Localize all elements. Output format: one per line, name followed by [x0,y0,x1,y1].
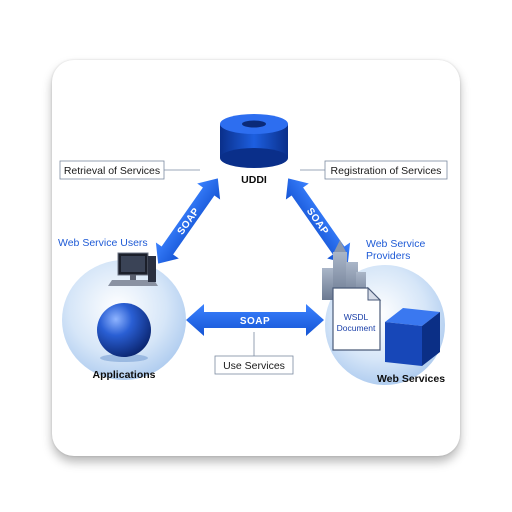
retrieval-label: Retrieval of Services [64,165,160,177]
use-services-label: Use Services [223,360,285,372]
applications-label: Applications [92,369,155,381]
registration-label: Registration of Services [331,165,442,177]
computer-icon [108,252,158,286]
uddi-label: UDDI [241,174,267,186]
globe-icon [97,303,151,362]
web-services-label: Web Services [377,373,445,385]
soap-left-arrow: SOAP [155,178,221,264]
web-service-providers-label-2: Providers [366,250,410,262]
registration-of-services-box: Registration of Services [324,160,448,180]
use-services-box: Use Services [214,355,294,375]
web-service-users-label: Web Service Users [58,237,148,249]
wsdl-label-1: WSDL [344,312,369,322]
soap-bottom-arrow: SOAP [186,304,324,336]
wsdl-label-2: Document [337,323,376,333]
soap-bottom-label: SOAP [240,316,270,327]
retrieval-of-services-box: Retrieval of Services [59,160,165,180]
wsdl-document-icon: WSDL Document [332,286,382,351]
database-icon [220,114,288,168]
cube-icon [385,308,440,366]
web-service-providers-label-1: Web Service [366,238,425,250]
